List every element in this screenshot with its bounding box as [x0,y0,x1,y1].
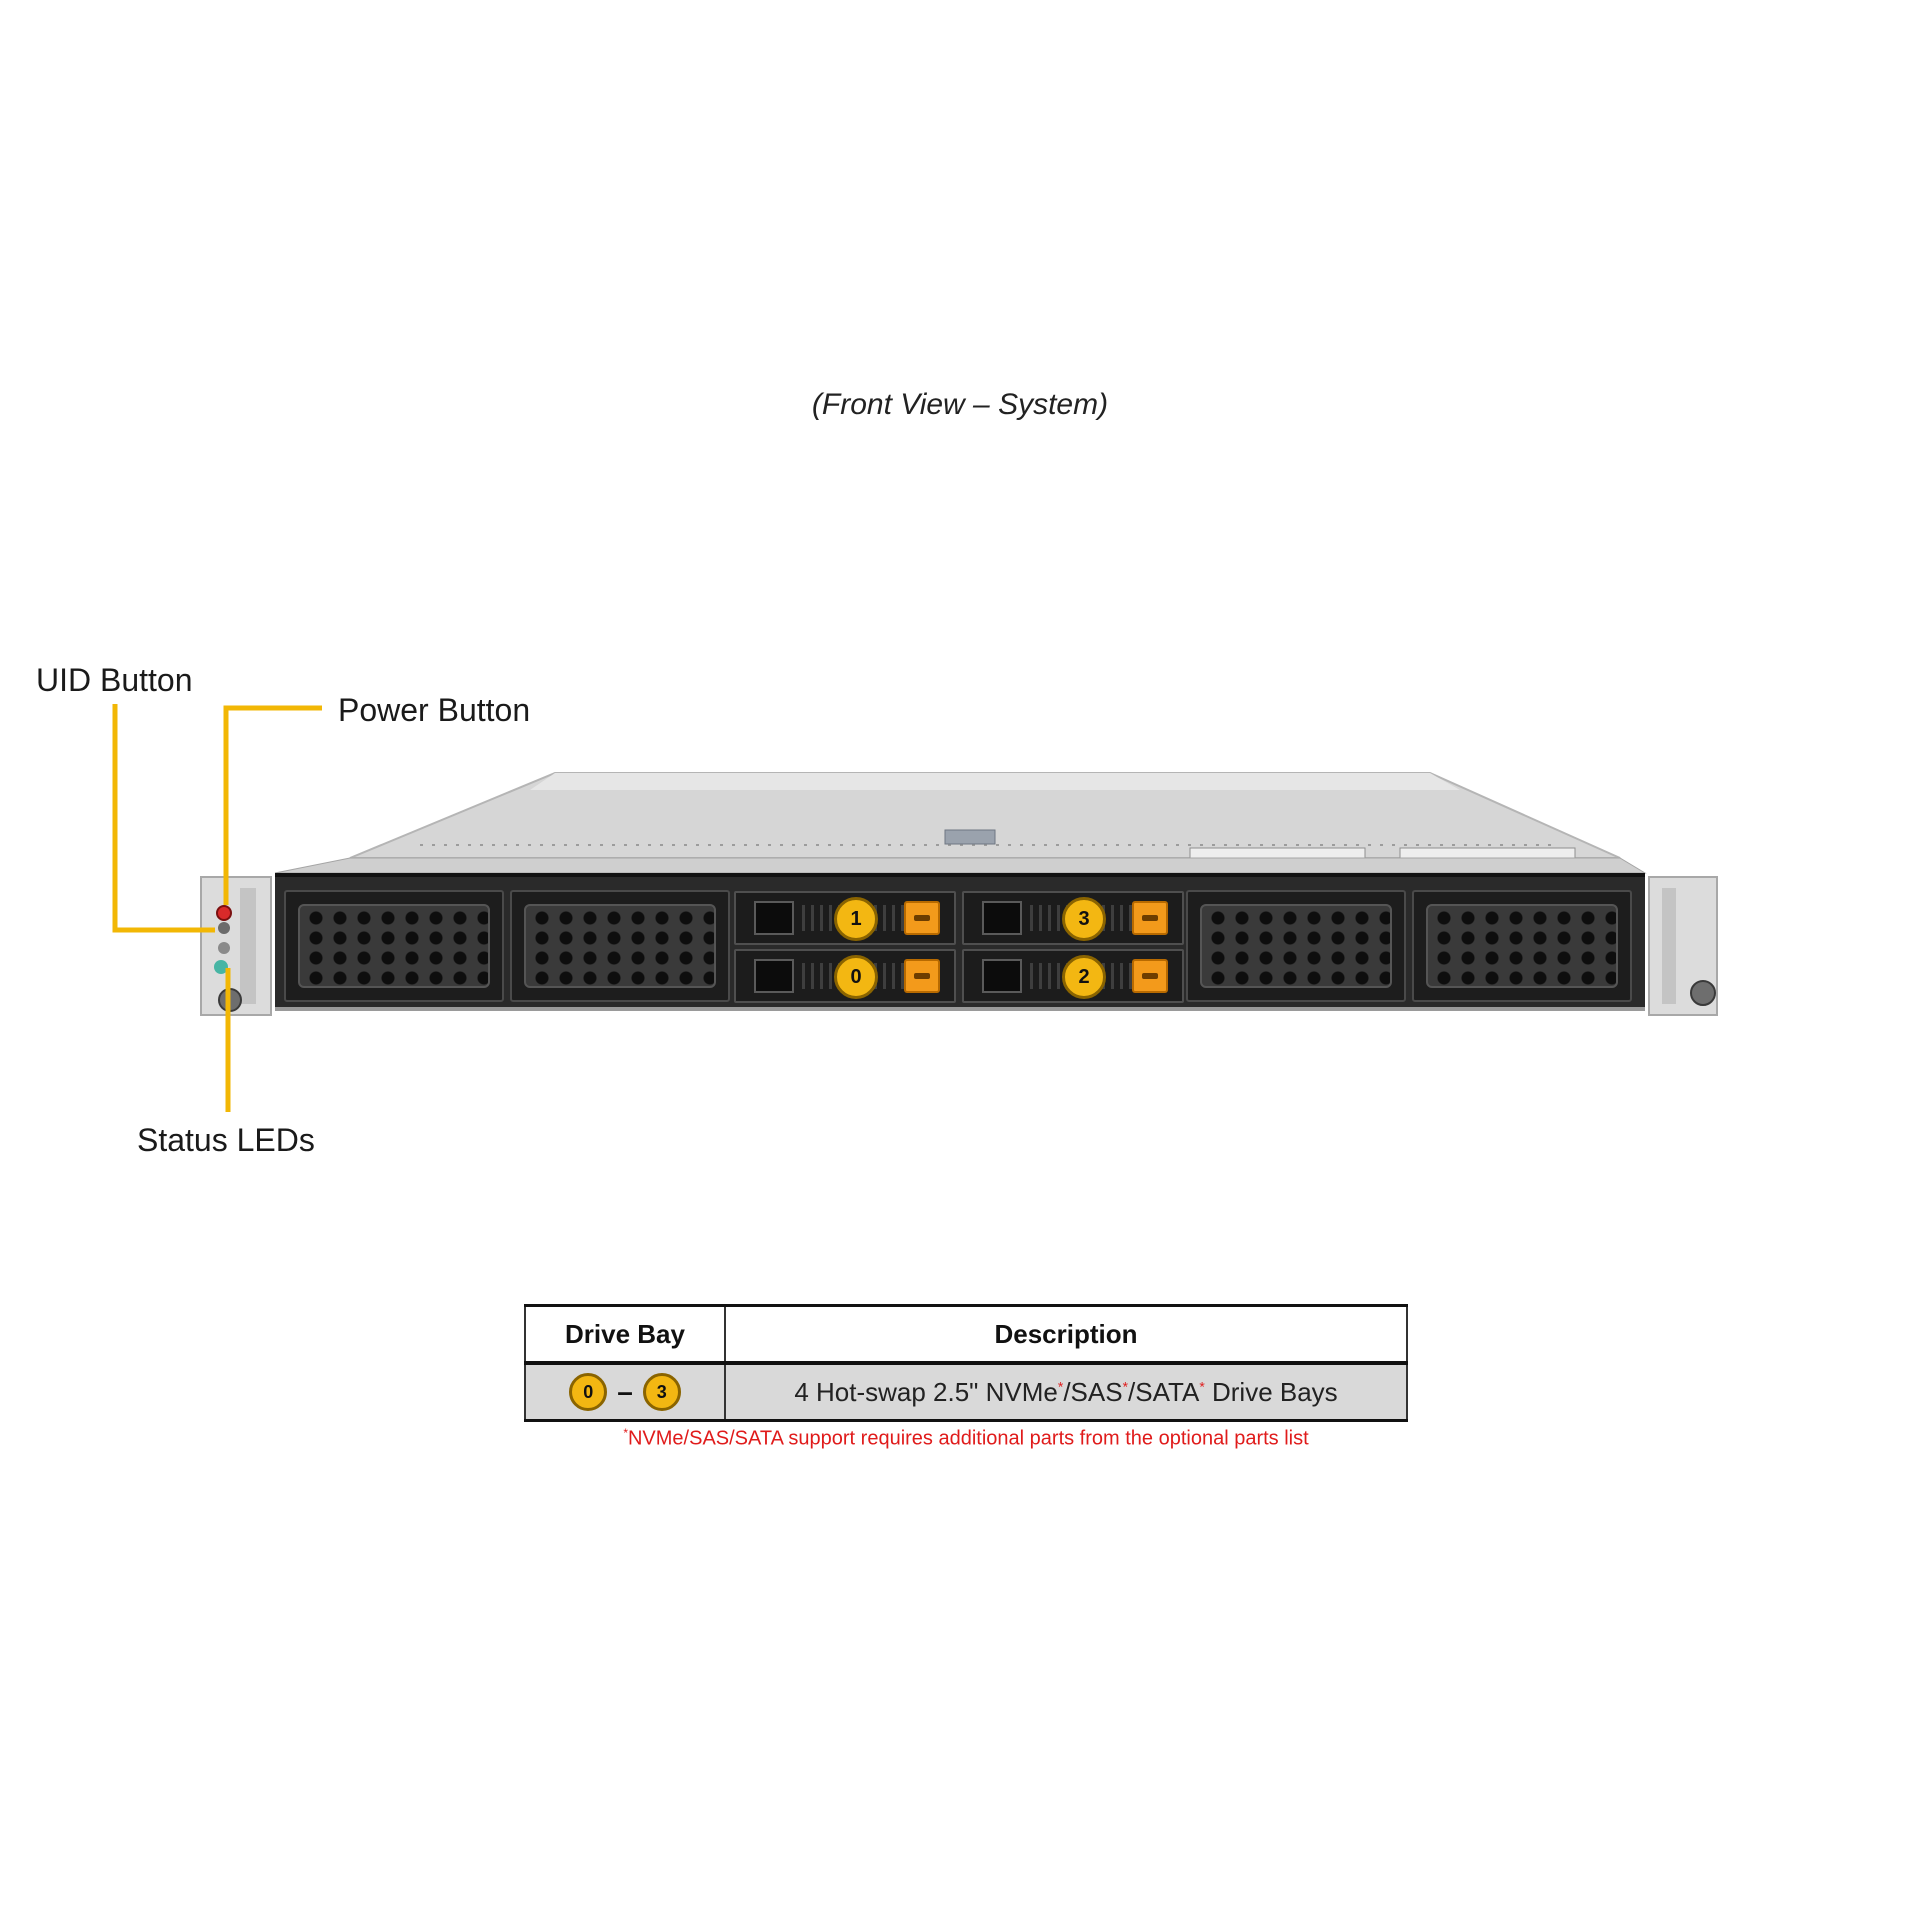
status-led-2 [214,960,228,974]
left-thumbscrew[interactable] [218,988,242,1012]
power-button[interactable] [218,922,230,934]
drive-bay-0[interactable]: 0 [734,949,956,1003]
right-rack-ear [1648,876,1718,1016]
drive-handle [982,959,1022,993]
fan-bay [1186,890,1406,1002]
bay-number-badge: 2 [1062,955,1106,999]
drive-bay-table-wrapper: Drive Bay Description 0 – 3 4 Hot-swap 2… [524,1304,1408,1422]
bay-number-badge: 3 [1062,897,1106,941]
footnote-text: NVMe/SAS/SATA support requires additiona… [627,1427,1309,1450]
drive-bay-2[interactable]: 2 [962,949,1184,1003]
drive-release-latch[interactable] [904,901,940,935]
drive-bay-1[interactable]: 1 [734,891,956,945]
fan-grill [1200,904,1392,988]
table-row: 0 – 3 4 Hot-swap 2.5" NVMe*/SAS*/SATA* D… [525,1363,1408,1421]
drive-handle [982,901,1022,935]
drive-release-latch[interactable] [904,959,940,993]
drive-bay-table: Drive Bay Description 0 – 3 4 Hot-swap 2… [524,1304,1408,1422]
table-header-description: Description [725,1305,1408,1365]
bay-range-start-badge: 0 [569,1373,608,1411]
drive-release-latch[interactable] [1132,901,1168,935]
status-leds-label: Status LEDs [137,1122,315,1158]
fan-grill [524,904,716,988]
fan-bay [510,890,730,1002]
right-thumbscrew[interactable] [1690,980,1716,1006]
bay-range-separator: – [617,1376,633,1407]
drive-handle [754,959,794,993]
bay-range-end-badge: 3 [642,1373,681,1411]
fan-bay [1412,890,1632,1002]
fan-grill [1426,904,1618,988]
table-header-drive-bay: Drive Bay [525,1305,726,1365]
drive-release-latch[interactable] [1132,959,1168,993]
drive-bay-3[interactable]: 3 [962,891,1184,945]
footnote-marker: * [623,1426,628,1440]
uid-button[interactable] [216,905,232,921]
power-button-label: Power Button [338,692,531,728]
diagram-caption: (Front View – System) [811,388,1109,421]
fan-grill [298,904,490,988]
bay-number-badge: 0 [834,955,878,999]
drive-bay-range-cell: 0 – 3 [525,1363,726,1421]
status-led-1 [218,942,230,954]
uid-button-label: UID Button [36,662,193,698]
bay-number-badge: 1 [834,897,878,941]
fan-bay [284,890,504,1002]
drive-bay-description: 4 Hot-swap 2.5" NVMe*/SAS*/SATA* Drive B… [725,1363,1408,1421]
drive-handle [754,901,794,935]
footnote: *NVMe/SAS/SATA support requires addition… [524,1426,1408,1451]
